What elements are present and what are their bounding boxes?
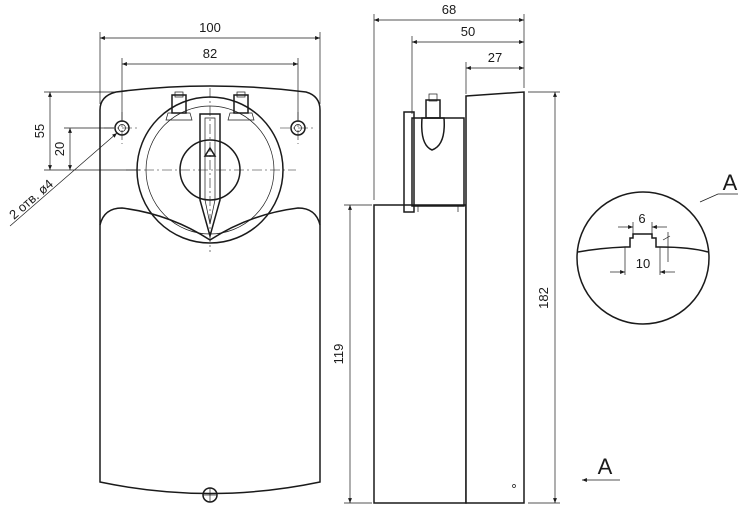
clamp-pointer [199, 113, 221, 239]
section-label: A [598, 454, 613, 479]
dim-label-182: 182 [536, 287, 551, 309]
front-housing-outline [99, 85, 321, 495]
dim-label-6: 6 [638, 211, 645, 226]
dim-height-total: 182 [528, 91, 560, 504]
dim-label-119: 119 [331, 344, 346, 365]
side-clamp-bracket [403, 93, 465, 213]
side-view [373, 91, 525, 504]
detail-circle [576, 191, 710, 325]
side-marker-dot [512, 484, 516, 488]
housing-screw [202, 487, 218, 503]
dim-width-holes: 82 [121, 46, 299, 120]
dim-label-82: 82 [203, 46, 217, 61]
detail-view-a: A 6 10 [576, 170, 738, 325]
hole-note-text: 2 отв. ø4 [6, 176, 56, 222]
detail-label: A [723, 170, 738, 195]
dim-hole-offset: 20 [52, 127, 114, 170]
dim-label-55: 55 [32, 124, 47, 138]
dim-label-20: 20 [52, 142, 67, 156]
dim-height-body: 119 [331, 204, 372, 504]
dim-label-100: 100 [199, 20, 221, 35]
dim-depth-mid: 50 [411, 24, 524, 114]
dim-hole-height: 55 [32, 91, 140, 171]
dim-label-27: 27 [488, 50, 502, 65]
dim-label-50: 50 [461, 24, 475, 39]
dim-depth-shaft: 27 [465, 50, 524, 94]
side-rear-body [373, 204, 467, 504]
dim-depth-total: 68 [373, 2, 525, 200]
dim-label-68: 68 [442, 2, 456, 17]
side-front-body [465, 91, 525, 504]
detail-profile [577, 233, 709, 253]
dim-label-10: 10 [636, 256, 650, 271]
clamp-nuts [165, 91, 255, 121]
section-marker-a: A [582, 454, 620, 482]
front-view [99, 85, 321, 503]
